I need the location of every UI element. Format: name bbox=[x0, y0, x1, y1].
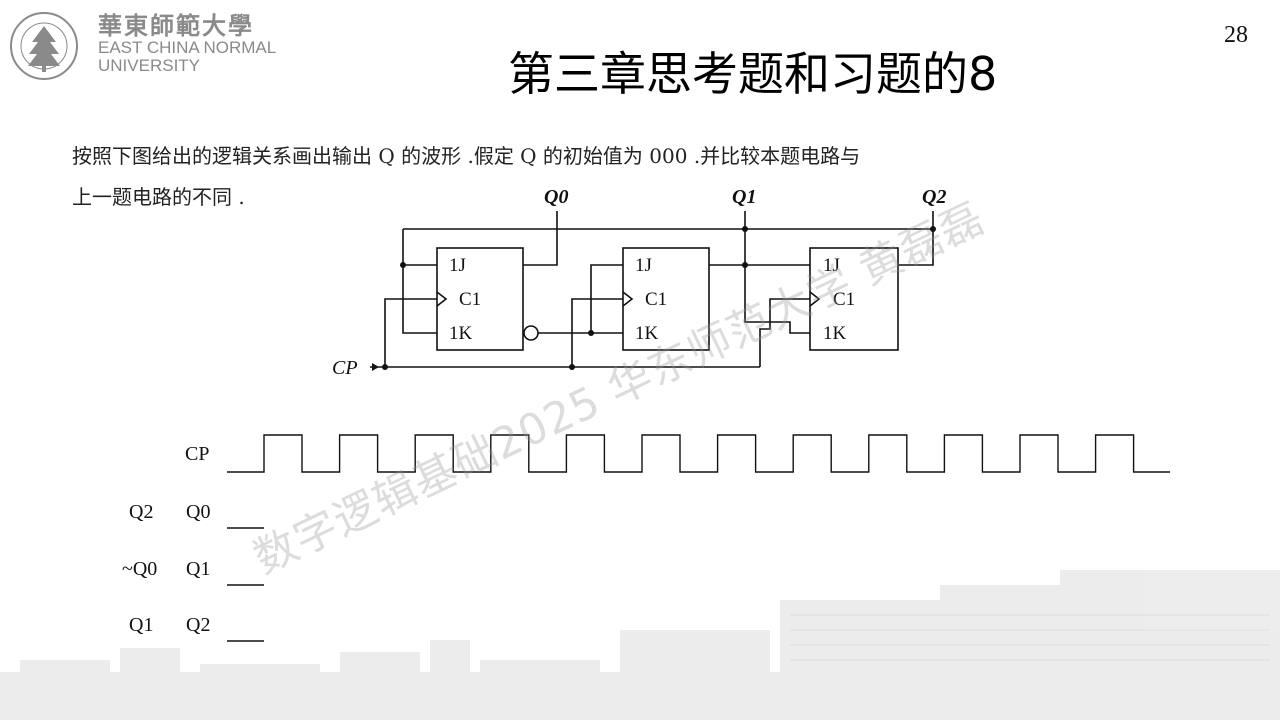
ff2-c-label: C1 bbox=[833, 289, 856, 310]
page-number: 28 bbox=[1224, 22, 1248, 48]
ff1-c-label: C1 bbox=[645, 289, 668, 310]
output-q2-label: Q2 bbox=[922, 186, 947, 208]
output-q0-label: Q0 bbox=[544, 186, 569, 208]
timing-row-q1-signal: Q1 bbox=[186, 558, 211, 580]
timing-row-q2-source: Q1 bbox=[129, 614, 154, 636]
timing-row-cp-signal: CP bbox=[185, 443, 210, 465]
question-text-line1: 按照下图给出的逻辑关系画出输出 Q 的波形 .假定 Q 的初始值为 000 .并… bbox=[72, 144, 861, 168]
ff2-j-label: 1J bbox=[823, 255, 840, 276]
university-name-english-line1: EAST CHINA NORMAL bbox=[98, 38, 277, 57]
timing-row-q0-signal: Q0 bbox=[186, 501, 211, 523]
ff0-c-label: C1 bbox=[459, 289, 482, 310]
slide-title: 第三章思考题和习题的8 bbox=[508, 47, 998, 101]
question-text-line2: 上一题电路的不同 . bbox=[72, 185, 245, 209]
cp-waveform bbox=[227, 434, 1170, 473]
ff1-k-label: 1K bbox=[635, 323, 659, 344]
university-name-chinese: 華東師範大學 bbox=[98, 11, 254, 40]
university-seal-logo bbox=[10, 12, 78, 80]
ff1-j-label: 1J bbox=[635, 255, 652, 276]
output-q1-label: Q1 bbox=[732, 186, 757, 208]
ff2-k-label: 1K bbox=[823, 323, 847, 344]
university-name-english-line2: UNIVERSITY bbox=[98, 56, 201, 75]
timing-row-q1-source: ~Q0 bbox=[122, 558, 158, 580]
timing-row-q0-source: Q2 bbox=[129, 501, 154, 523]
timing-row-q2-signal: Q2 bbox=[186, 614, 211, 636]
ff0-j-label: 1J bbox=[449, 255, 466, 276]
clock-input-label: CP bbox=[332, 357, 358, 379]
ff0-k-label: 1K bbox=[449, 323, 473, 344]
